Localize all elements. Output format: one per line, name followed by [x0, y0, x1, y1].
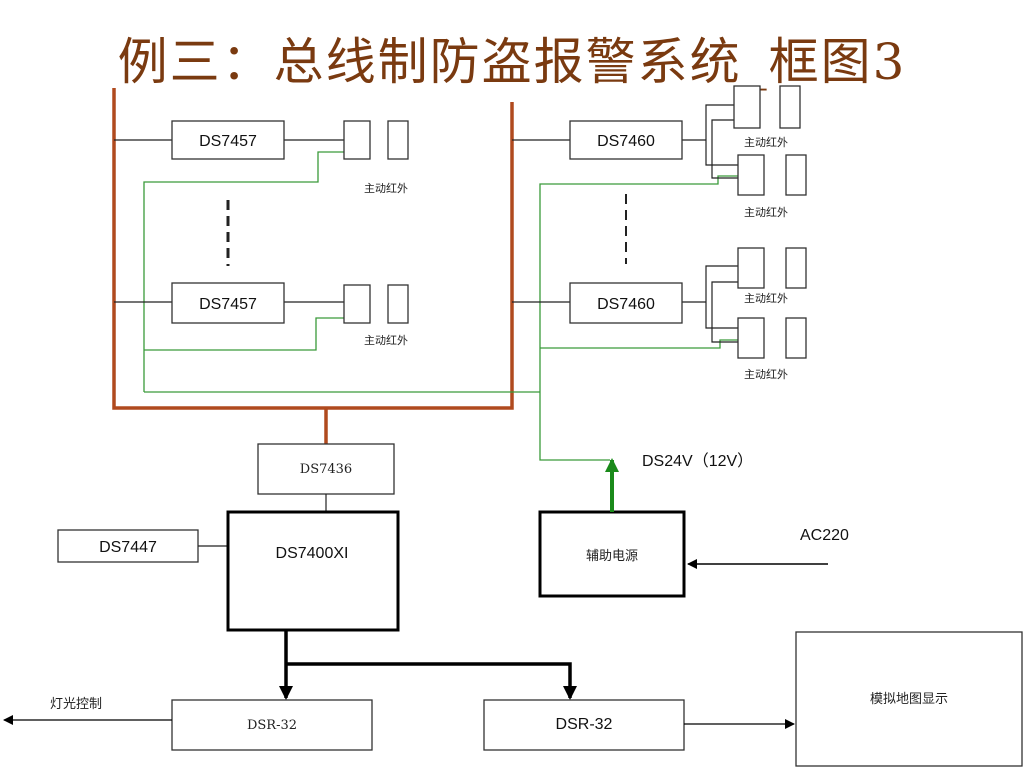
alarm-bus [112, 88, 514, 444]
power-voltage-label: DS24V（12V） [642, 452, 753, 470]
ir-sensor-pair-left-bottom: 主动红外 [343, 284, 409, 347]
sensor-label: 主动红外 [744, 136, 788, 149]
bus-taps [114, 104, 738, 343]
map-display-label: 模拟地图显示 [870, 692, 948, 707]
sensor-label: 主动红外 [364, 334, 408, 347]
ds7447-label: DS7447 [99, 539, 157, 556]
power-wiring [143, 151, 740, 461]
dsr32-left-module: DSR-32 [171, 699, 373, 751]
dsr32-left-label: DSR-32 [247, 718, 297, 733]
ds7457-module-bottom: DS7457 [171, 282, 285, 324]
ir-sensor-pair-left-top: 主动红外 [343, 120, 409, 195]
ir-sensor-pair-right-3: 主动红外 [737, 247, 807, 305]
ds7457-bottom-label: DS7457 [199, 296, 257, 313]
aux-power-supply: 辅助电源 [538, 510, 686, 598]
ir-sensor-pair-right-1: 主动红外 [733, 85, 801, 149]
ds7460-bottom-label: DS7460 [597, 296, 655, 313]
ds7460-module-top: DS7460 [569, 120, 683, 160]
dsr32-right-label: DSR-32 [556, 716, 613, 733]
output-lines [279, 630, 577, 700]
sensor-label: 主动红外 [364, 182, 408, 195]
page-title: 例三：总线制防盗报警系统_框图3 [117, 33, 907, 91]
ac220-label: AC220 [800, 527, 849, 544]
ds7460-module-bottom: DS7460 [569, 282, 683, 324]
ds7447-module: DS7447 [57, 529, 199, 563]
ds7400xi-label: DS7400XI [276, 545, 349, 562]
aux-power-label: 辅助电源 [586, 549, 638, 564]
sensor-label: 主动红外 [744, 368, 788, 381]
ds7460-top-label: DS7460 [597, 133, 655, 150]
ds7436-label: DS7436 [300, 462, 352, 477]
ds7457-module-top: DS7457 [171, 120, 285, 160]
ir-sensor-pair-right-2: 主动红外 [737, 154, 807, 219]
light-control-label: 灯光控制 [50, 697, 102, 712]
ds7400xi-panel: DS7400XI [226, 510, 400, 632]
sensor-label: 主动红外 [744, 206, 788, 219]
dsr32-right-module: DSR-32 [483, 699, 685, 751]
ir-sensor-pair-right-4: 主动红外 [737, 317, 807, 381]
ds7436-module: DS7436 [257, 443, 395, 495]
map-display-panel: 模拟地图显示 [795, 631, 1023, 767]
sensor-label: 主动红外 [744, 292, 788, 305]
ds7457-top-label: DS7457 [199, 133, 257, 150]
